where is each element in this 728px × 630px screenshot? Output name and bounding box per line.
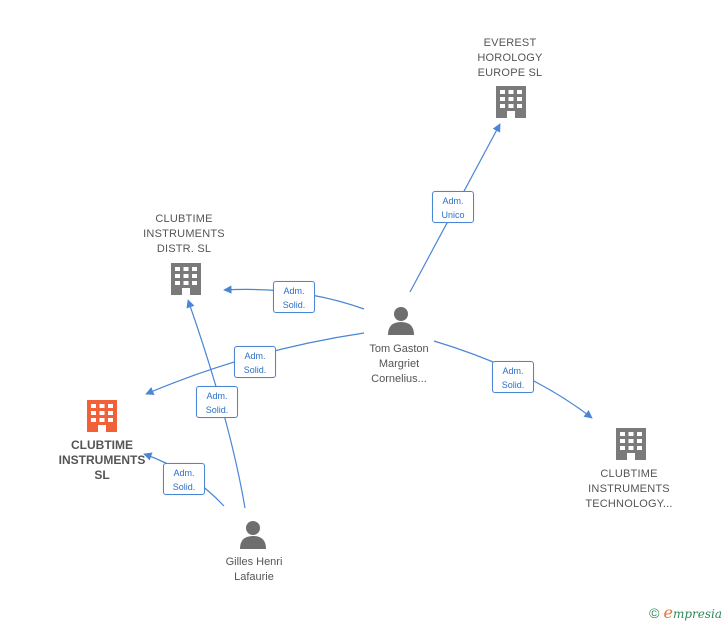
brand-logo[interactable]: empresia [663, 603, 722, 622]
person-icon[interactable] [240, 521, 266, 549]
copyright-symbol: © [649, 604, 660, 621]
edge-label-tom-everest: Adm. Unico [432, 191, 474, 223]
brand-name: mpresia [672, 607, 722, 621]
footer-brand: © empresia [649, 603, 722, 622]
building-icon[interactable] [496, 86, 526, 118]
edge-label-tom-technology: Adm. Solid. [492, 361, 534, 393]
person-label-gilles[interactable]: Gilles Henri Lafaurie [225, 556, 283, 583]
edge-role: Adm. [502, 366, 524, 376]
edge-role: Adm. [206, 391, 228, 401]
company-label-technology[interactable]: CLUBTIME INSTRUMENTS TECHNOLOGY... [585, 468, 673, 510]
edge-role: Adm. [244, 351, 266, 361]
edge-label-gilles-main: Adm. Solid. [163, 463, 205, 495]
edge-label-tom-distr: Adm. Solid. [273, 281, 315, 313]
person-icon[interactable] [388, 307, 414, 335]
edge-label-tom-main: Adm. Solid. [234, 346, 276, 378]
edge-role: Adm. [442, 196, 464, 206]
company-label-distr[interactable]: CLUBTIME INSTRUMENTS DISTR. SL [143, 213, 225, 255]
edge-role: Adm. [173, 468, 195, 478]
edge-role-type: Solid. [243, 365, 267, 375]
edge-role-type: Solid. [172, 482, 196, 492]
company-label-main[interactable]: CLUBTIME INSTRUMENTS SL [58, 438, 146, 482]
edge-role-type: Solid. [282, 300, 306, 310]
edge-role-type: Unico [441, 210, 465, 220]
edge-label-gilles-distr: Adm. Solid. [196, 386, 238, 418]
building-icon[interactable] [616, 428, 646, 460]
building-icon[interactable] [87, 400, 117, 432]
building-icon[interactable] [171, 263, 201, 295]
edge-role: Adm. [283, 286, 305, 296]
brand-initial: e [663, 603, 673, 622]
edge-role-type: Solid. [205, 405, 229, 415]
edge-role-type: Solid. [501, 380, 525, 390]
person-label-tom[interactable]: Tom Gaston Margriet Cornelius... [369, 343, 429, 385]
company-label-everest[interactable]: EVEREST HOROLOGY EUROPE SL [477, 37, 543, 79]
